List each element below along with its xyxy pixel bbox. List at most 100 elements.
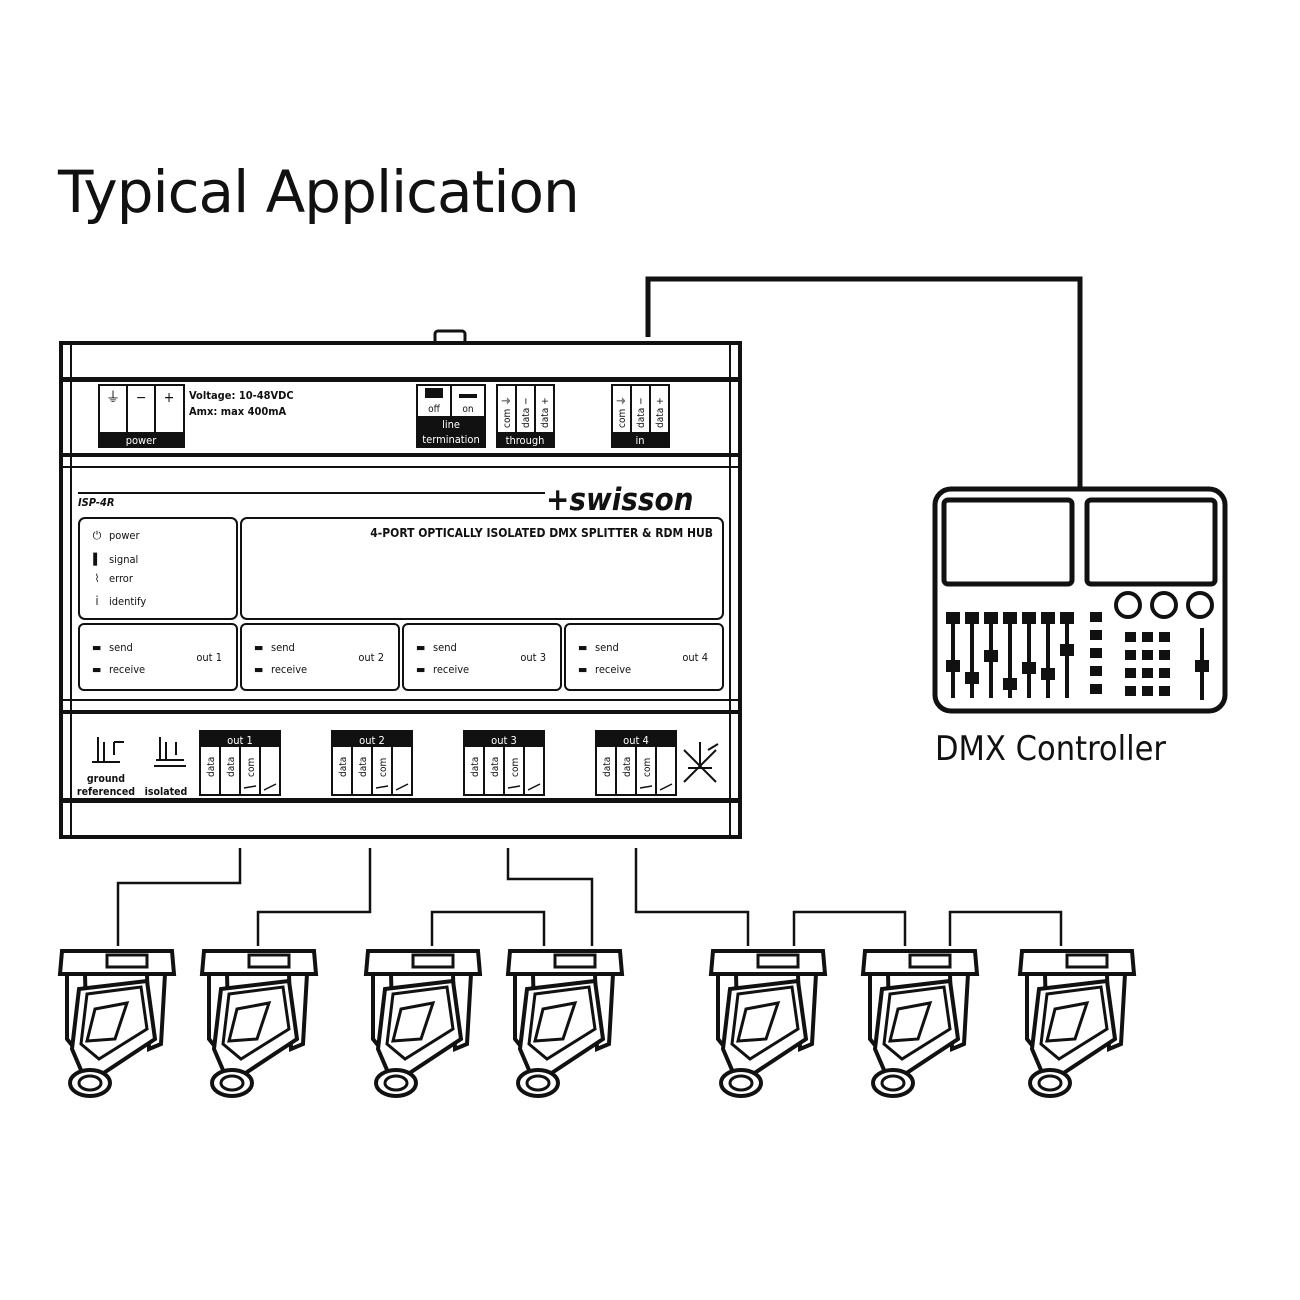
- out-2-pin-3: com: [378, 758, 389, 777]
- ground-referenced-label-line1: ground: [87, 773, 125, 785]
- no-ground-icon: [683, 742, 719, 783]
- out-2-panel-name: out 2: [358, 651, 384, 664]
- plus-terminal-symbol: +: [164, 390, 175, 406]
- dmx-controller: [932, 486, 1228, 714]
- model-name: ISP-4R: [78, 496, 114, 509]
- through-terminal-label: through: [506, 434, 545, 447]
- page-title: Typical Application: [58, 158, 580, 226]
- moving-head-fixture-7: [1018, 949, 1136, 1098]
- send-icon: ▬: [254, 641, 263, 654]
- out-1-terminal: out 1 data data com: [199, 730, 281, 796]
- send-icon: ▬: [578, 641, 587, 654]
- out-4-terminal: out 4 data data com: [595, 730, 677, 796]
- dmx-cables: [116, 276, 1083, 946]
- status-led-panel: [78, 517, 238, 620]
- out-3-send-label: send: [433, 641, 457, 654]
- controller-label: DMX Controller: [935, 729, 1166, 769]
- controller-faders: [946, 610, 1074, 700]
- out-4-receive-label: receive: [595, 663, 631, 676]
- ground-terminal-symbol: ⏚: [106, 390, 120, 406]
- isolated-label: isolated: [145, 786, 188, 798]
- in-terminal: com ⏚ data − data + in: [611, 384, 670, 448]
- controller-knobs: [1114, 591, 1214, 619]
- led-signal-label: signal: [109, 553, 138, 566]
- out-2-send-label: send: [271, 641, 295, 654]
- through-pin-com: com ⏚: [501, 396, 513, 428]
- power-icon: ⏻: [93, 529, 102, 542]
- signal-icon: ▌: [92, 552, 101, 566]
- in-pin-data-minus: data −: [636, 397, 647, 428]
- out-3-cable: [506, 848, 594, 946]
- led-signal: ▌ signal: [92, 552, 138, 566]
- minus-terminal-symbol: −: [136, 390, 147, 406]
- line-termination-switch: off on line termination: [416, 384, 486, 448]
- through-pin-data-plus: data +: [540, 397, 551, 428]
- splitter-device: ⏚ − + power Voltage: 10-48VDC Amx: max 4…: [59, 329, 742, 839]
- out-1-panel-name: out 1: [196, 651, 222, 664]
- out-1-pin-2: data: [226, 757, 237, 777]
- moving-head-fixture-6: [861, 949, 979, 1098]
- controller-master-fader: [1195, 628, 1209, 700]
- current-spec: Amx: max 400mA: [189, 405, 287, 418]
- receive-icon: ▬: [92, 663, 101, 676]
- description-panel: [240, 517, 724, 620]
- out-4-pin-1: data: [602, 757, 613, 777]
- led-error-label: error: [109, 572, 134, 585]
- moving-head-fixture-4: [506, 949, 624, 1098]
- out-2-pin-2: data: [358, 757, 369, 777]
- moving-head-fixture-1: [58, 949, 176, 1098]
- out-2-receive-label: receive: [271, 663, 307, 676]
- out-1-receive-label: receive: [109, 663, 145, 676]
- out-1-pin-1: data: [206, 757, 217, 777]
- out-1-send-label: send: [109, 641, 133, 654]
- out-3-receive-label: receive: [433, 663, 469, 676]
- out-4-link-cable-2: [948, 910, 1063, 946]
- out-1-pin-3: com: [246, 758, 257, 777]
- controller-screen-right: [1084, 497, 1218, 587]
- out-1-status-panel: ▬ send ▬ receive out 1: [78, 623, 238, 691]
- voltage-spec: Voltage: 10-48VDC: [189, 389, 294, 402]
- send-icon: ▬: [92, 641, 101, 654]
- in-terminal-label: in: [635, 434, 644, 447]
- termination-label-line2: termination: [422, 433, 480, 446]
- in-pin-com: com ⏚: [616, 396, 628, 428]
- out-2-terminal: out 2 data data com: [331, 730, 413, 796]
- moving-head-fixture-3: [364, 949, 482, 1098]
- out-3-pin-3: com: [510, 758, 521, 777]
- receive-icon: ▬: [254, 663, 263, 676]
- send-icon: ▬: [416, 641, 425, 654]
- out-3-pin-2: data: [490, 757, 501, 777]
- out-2-cable: [256, 848, 372, 946]
- led-power-label: power: [109, 529, 141, 542]
- through-terminal: com ⏚ data − data + through: [496, 384, 555, 448]
- out-3-terminal: out 3 data data com: [463, 730, 545, 796]
- input-cable: [645, 276, 1083, 489]
- out-3-pin-1: data: [470, 757, 481, 777]
- led-identify-label: identify: [109, 595, 146, 608]
- power-terminal-label: power: [126, 434, 158, 447]
- device-description: 4-PORT OPTICALLY ISOLATED DMX SPLITTER &…: [370, 526, 713, 540]
- out-4-pin-3: com: [642, 758, 653, 777]
- termination-label-line1: line: [442, 418, 460, 431]
- receive-icon: ▬: [416, 663, 425, 676]
- moving-head-fixtures: [58, 949, 1136, 1098]
- out-4-link-cable-1: [792, 910, 907, 946]
- out-4-cable: [634, 848, 750, 946]
- termination-on-label: on: [462, 404, 473, 415]
- out-4-send-label: send: [595, 641, 619, 654]
- out-4-panel-name: out 4: [682, 651, 708, 664]
- identify-icon: i: [96, 594, 99, 608]
- out-2-status-panel: ▬ send ▬ receive out 2: [240, 623, 400, 691]
- error-icon: ⌇: [95, 572, 100, 585]
- termination-off-label: off: [428, 404, 441, 415]
- ground-referenced-label-line2: referenced: [77, 786, 135, 798]
- led-power: ⏻ power: [93, 529, 141, 542]
- out-1-terminal-label: out 1: [227, 734, 253, 747]
- out-4-pin-2: data: [622, 757, 633, 777]
- moving-head-fixture-2: [200, 949, 318, 1098]
- out-3-link-cable: [430, 910, 546, 946]
- controller-button-grid: [1125, 632, 1170, 696]
- out-4-status-panel: ▬ send ▬ receive out 4: [564, 623, 724, 691]
- in-pin-data-plus: data +: [655, 397, 666, 428]
